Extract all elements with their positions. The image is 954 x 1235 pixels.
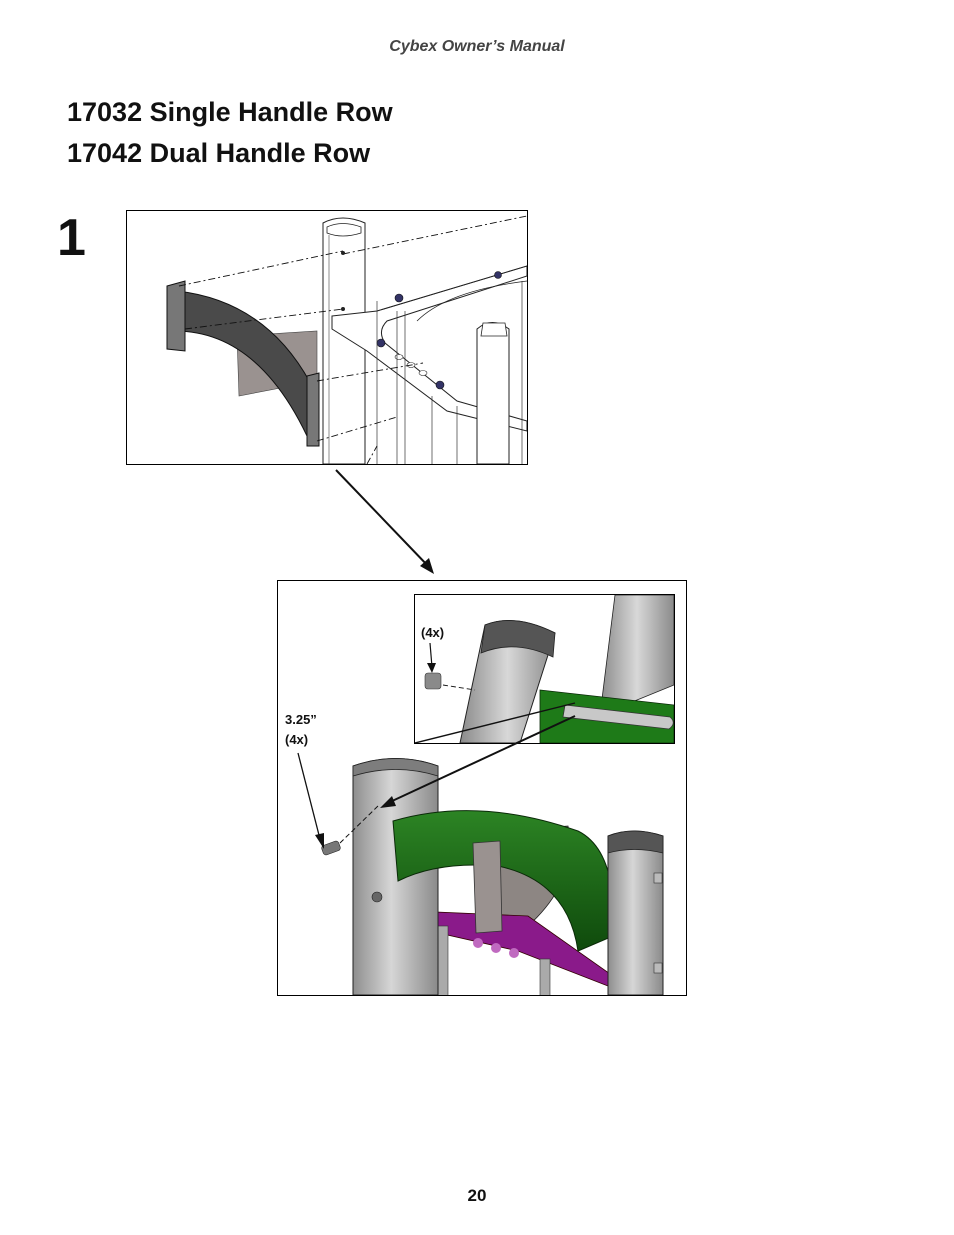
page-number: 20 — [467, 1186, 487, 1205]
overview-figure — [126, 210, 528, 465]
step-number: 1 — [57, 209, 86, 267]
bolt-length-qty-label: (4x) — [285, 732, 309, 747]
inset-figure: (4x) — [414, 594, 675, 744]
page-title-single: 17032 Single Handle Row — [67, 97, 393, 127]
detail-figure: 3.25” (4x) — [277, 580, 687, 996]
spacer-qty-label: (4x) — [421, 625, 445, 640]
page-title-dual: 17042 Dual Handle Row — [67, 138, 371, 168]
page-header: Cybex Owner’s Manual — [389, 38, 565, 55]
bolt-length-label: 3.25” — [285, 712, 317, 727]
